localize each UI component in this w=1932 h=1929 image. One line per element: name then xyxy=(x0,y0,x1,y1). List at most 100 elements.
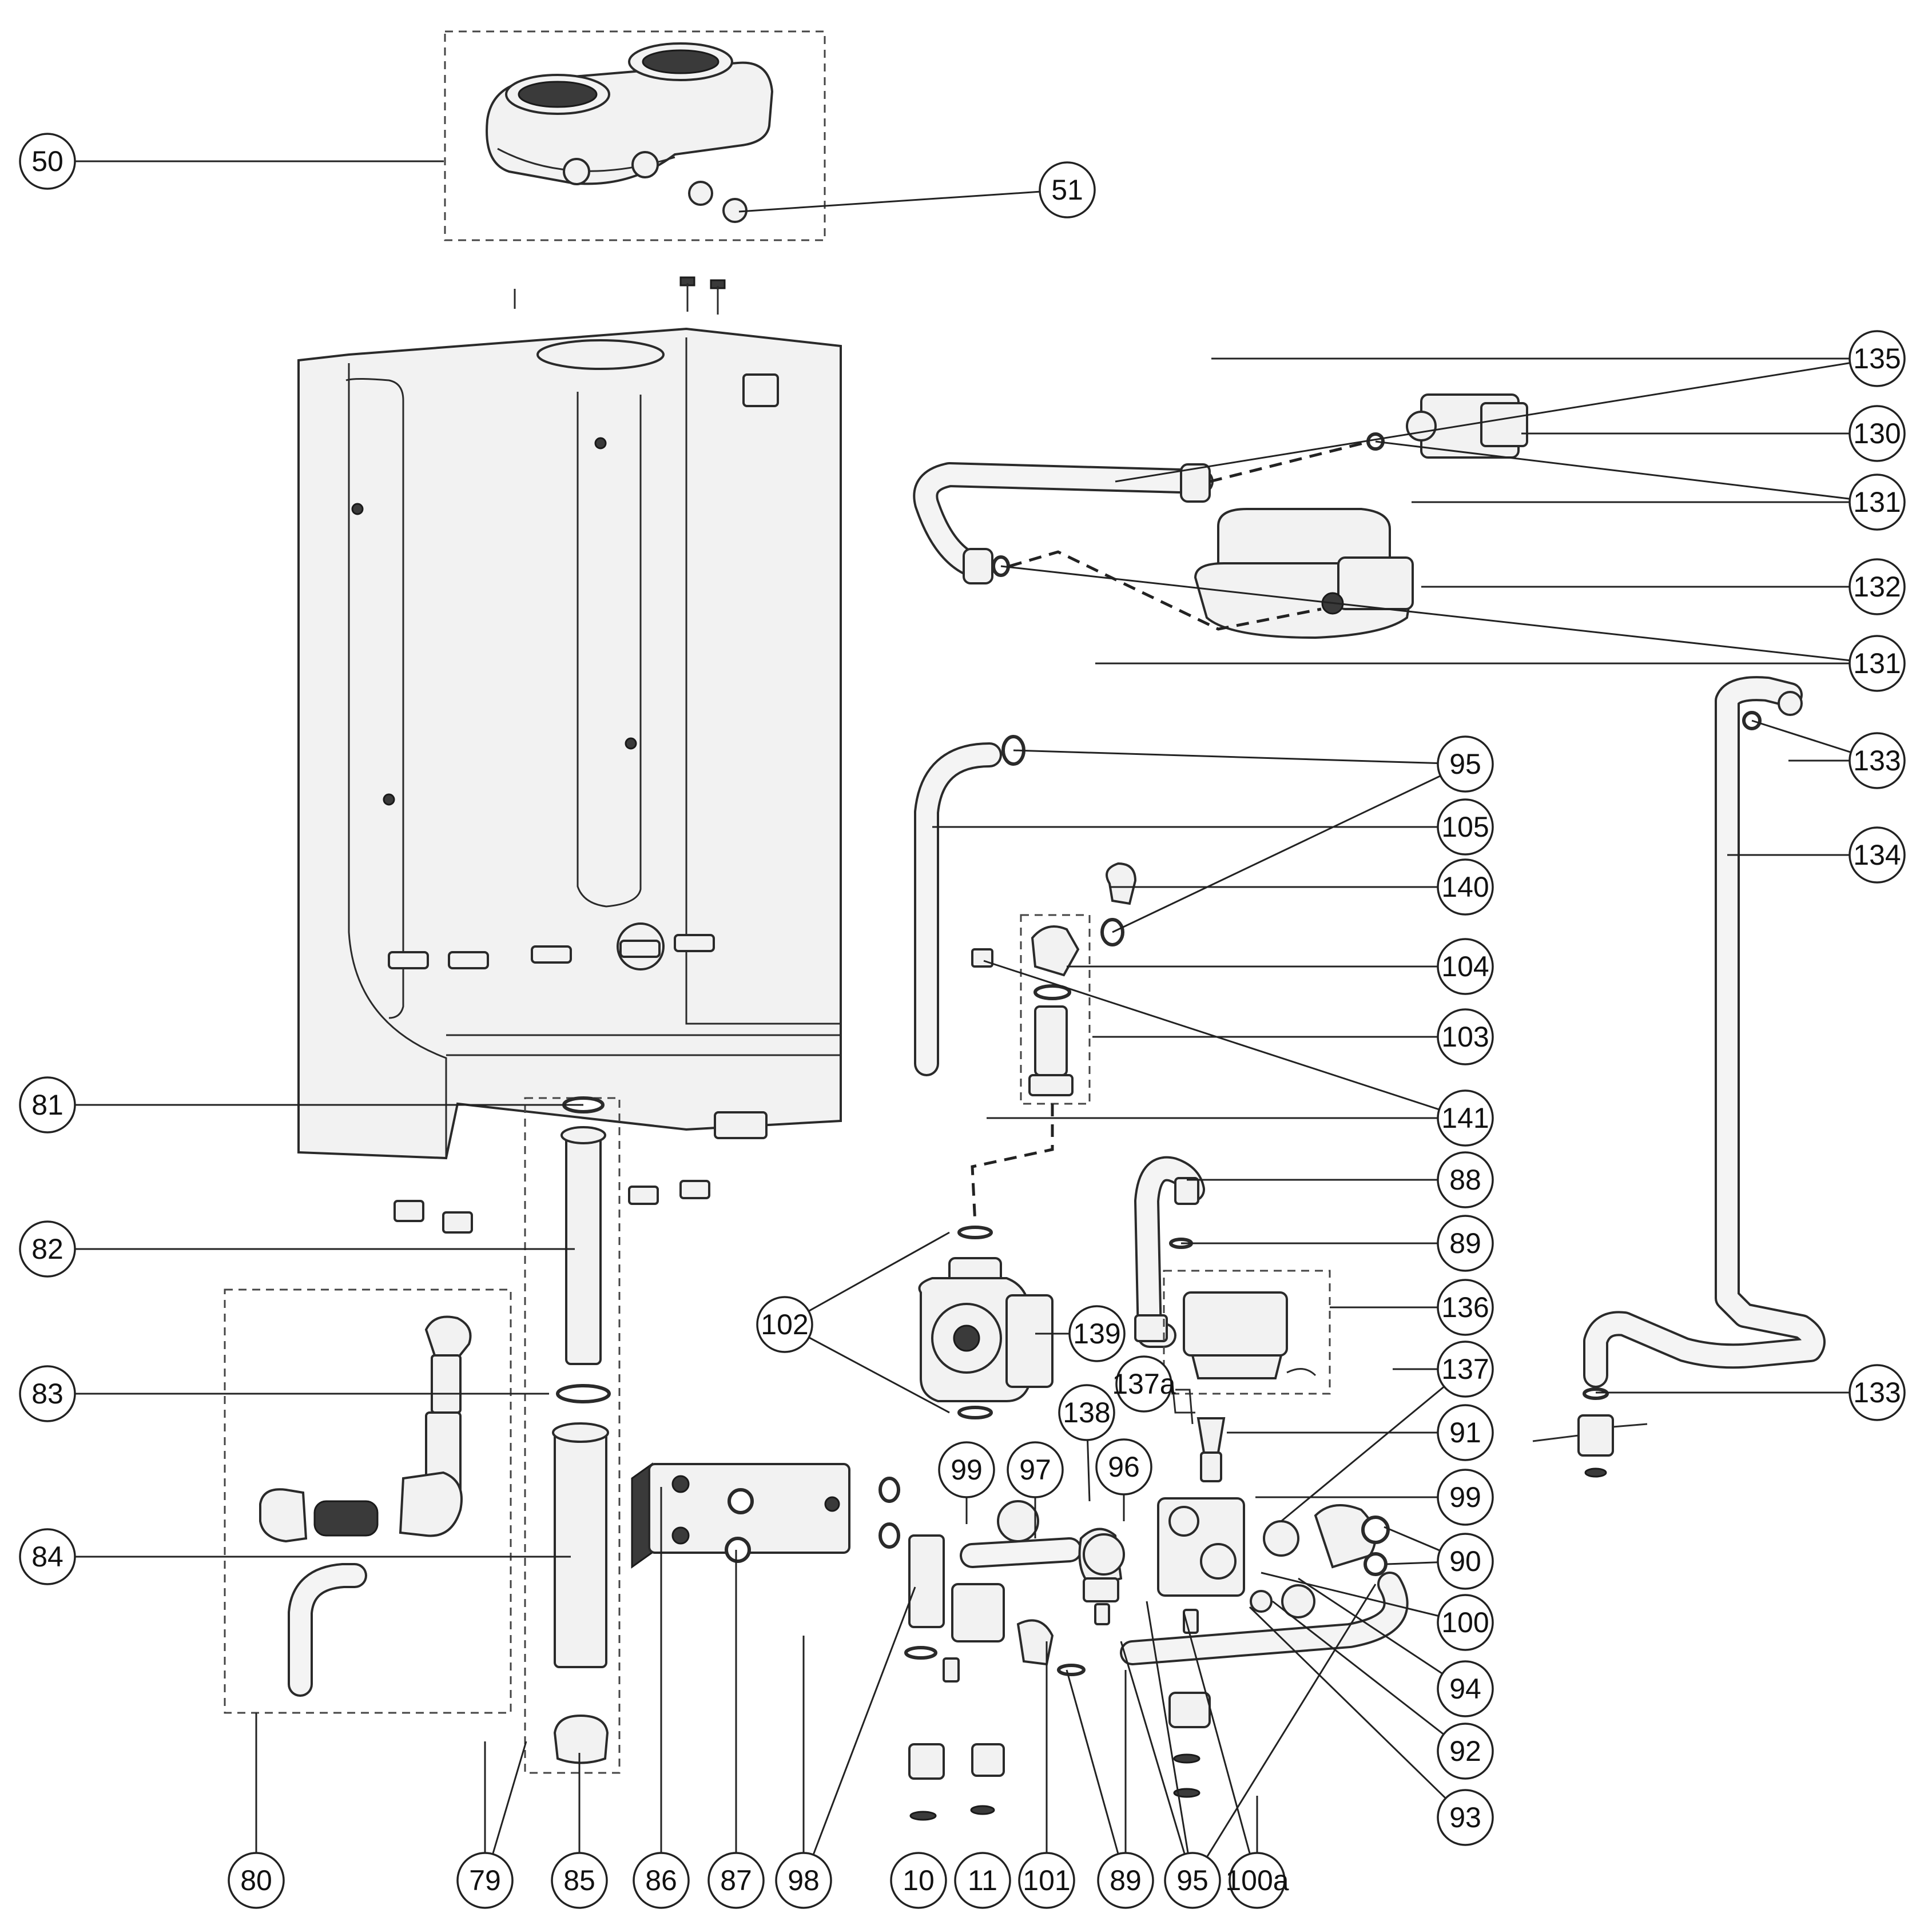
callout-l82: 82 xyxy=(19,1220,76,1278)
callout-l103: 103 xyxy=(1437,1008,1494,1065)
callout-circle xyxy=(1164,1852,1221,1909)
callout-circle xyxy=(1848,405,1906,462)
callout-l95b: 95 xyxy=(1164,1852,1221,1909)
leader-line-l100-0 xyxy=(1261,1572,1439,1617)
callout-circle xyxy=(1437,735,1494,793)
callout-l99a: 99 xyxy=(938,1441,995,1498)
callout-circle xyxy=(1229,1852,1286,1909)
callout-circle xyxy=(1007,1441,1064,1498)
callout-l94: 94 xyxy=(1437,1660,1494,1717)
leader-line-l102-1 xyxy=(808,1337,950,1414)
callout-number: 88 xyxy=(1449,1164,1481,1196)
callout-circle xyxy=(1437,1404,1494,1461)
leader-line-l137-1 xyxy=(1281,1386,1445,1522)
callout-circle xyxy=(1848,732,1906,789)
callout-number: 99 xyxy=(1449,1481,1481,1513)
leader-line-l95a-0 xyxy=(1013,749,1438,765)
callout-l50: 50 xyxy=(19,133,76,190)
callout-circle xyxy=(1058,1384,1115,1441)
frame-screws xyxy=(514,276,726,315)
callout-number: 51 xyxy=(1051,174,1083,206)
callout-number: 93 xyxy=(1449,1801,1481,1833)
callout-number: 100a xyxy=(1225,1864,1289,1896)
callout-l138: 138 xyxy=(1058,1384,1115,1441)
gas-valve-130 xyxy=(1366,393,1528,459)
callout-circle xyxy=(1437,1660,1494,1717)
circulating-pump xyxy=(918,1226,1054,1419)
callout-circle xyxy=(1437,798,1494,856)
callout-circle xyxy=(1848,330,1906,387)
gas-pipe-135 xyxy=(913,440,1370,631)
callout-number: 81 xyxy=(31,1089,63,1121)
leader-line-l131b-1 xyxy=(1000,565,1850,662)
callout-circle xyxy=(1437,1279,1494,1336)
callout-l140: 140 xyxy=(1437,858,1494,916)
callout-l136: 136 xyxy=(1437,1279,1494,1336)
leader-line-l102-0 xyxy=(808,1231,950,1312)
manifold-103 xyxy=(971,914,1124,1105)
callout-number: 134 xyxy=(1853,839,1901,871)
callout-l139: 139 xyxy=(1068,1305,1126,1362)
leader-line-l94-0 xyxy=(1298,1577,1443,1675)
callout-number: 104 xyxy=(1441,950,1489,983)
callout-number: 137a xyxy=(1112,1368,1175,1400)
callout-number: 130 xyxy=(1853,417,1901,450)
callout-number: 103 xyxy=(1441,1021,1489,1053)
pump-connector-dashline xyxy=(971,1104,1054,1224)
leader-line-l51-0 xyxy=(738,190,1040,213)
fan-132 xyxy=(992,508,1414,639)
leader-line-l79-1 xyxy=(492,1741,527,1855)
callout-circle xyxy=(1437,1533,1494,1590)
callout-number: 99 xyxy=(951,1454,983,1486)
callout-l98: 98 xyxy=(775,1852,832,1909)
callout-circle xyxy=(19,1365,76,1422)
callout-l137: 137 xyxy=(1437,1341,1494,1398)
leader-line-l90-0 xyxy=(1384,1526,1441,1552)
callout-l85: 85 xyxy=(551,1852,608,1909)
callout-number: 83 xyxy=(31,1378,63,1410)
callout-number: 136 xyxy=(1441,1291,1489,1323)
leader-line-l98-1 xyxy=(812,1586,916,1855)
hydraulic-block-left xyxy=(904,1500,1082,1683)
callout-number: 95 xyxy=(1449,748,1481,780)
frame-clips xyxy=(393,1180,710,1234)
leader-line-l95b-2 xyxy=(1206,1584,1377,1858)
callout-number: 131 xyxy=(1853,486,1901,518)
leader-line-l138-0 xyxy=(1087,1439,1091,1502)
callout-number: 79 xyxy=(469,1864,501,1896)
callout-l93: 93 xyxy=(1437,1789,1494,1846)
callout-l97: 97 xyxy=(1007,1441,1064,1498)
callout-l89b: 89 xyxy=(1097,1852,1154,1909)
callout-number: 82 xyxy=(31,1233,63,1265)
callout-l130: 130 xyxy=(1848,405,1906,462)
callout-l131b: 131 xyxy=(1848,635,1906,692)
callout-l96: 96 xyxy=(1095,1438,1152,1496)
callout-circle xyxy=(1848,474,1906,531)
callout-l83: 83 xyxy=(19,1365,76,1422)
leader-line-l141-1 xyxy=(983,960,1440,1111)
callout-number: 135 xyxy=(1853,343,1901,375)
callout-number: 91 xyxy=(1449,1417,1481,1449)
callout-number: 97 xyxy=(1019,1454,1051,1486)
leader-line-l92-0 xyxy=(1272,1600,1445,1735)
callout-number: 11 xyxy=(968,1864,997,1896)
callout-circle xyxy=(19,1076,76,1133)
leader-line-l89b-1 xyxy=(1066,1669,1119,1855)
callout-l10: 10 xyxy=(890,1852,947,1909)
callout-circle xyxy=(707,1852,765,1909)
callout-number: 90 xyxy=(1449,1545,1481,1577)
callout-l133b: 133 xyxy=(1848,1364,1906,1421)
callout-circle xyxy=(954,1852,1011,1909)
callout-number: 95 xyxy=(1176,1864,1209,1896)
callout-l79: 79 xyxy=(456,1852,514,1909)
callout-l102: 102 xyxy=(756,1296,813,1353)
callout-number: 89 xyxy=(1110,1864,1142,1896)
callout-circle xyxy=(1068,1305,1126,1362)
callout-l134: 134 xyxy=(1848,826,1906,884)
callout-circle xyxy=(1437,1789,1494,1846)
callout-circle xyxy=(1437,938,1494,995)
callout-number: 89 xyxy=(1449,1227,1481,1259)
callout-number: 100 xyxy=(1441,1606,1489,1638)
return-pipe xyxy=(1120,1572,1409,1665)
hydraulic-block-right xyxy=(1157,1417,1390,1634)
